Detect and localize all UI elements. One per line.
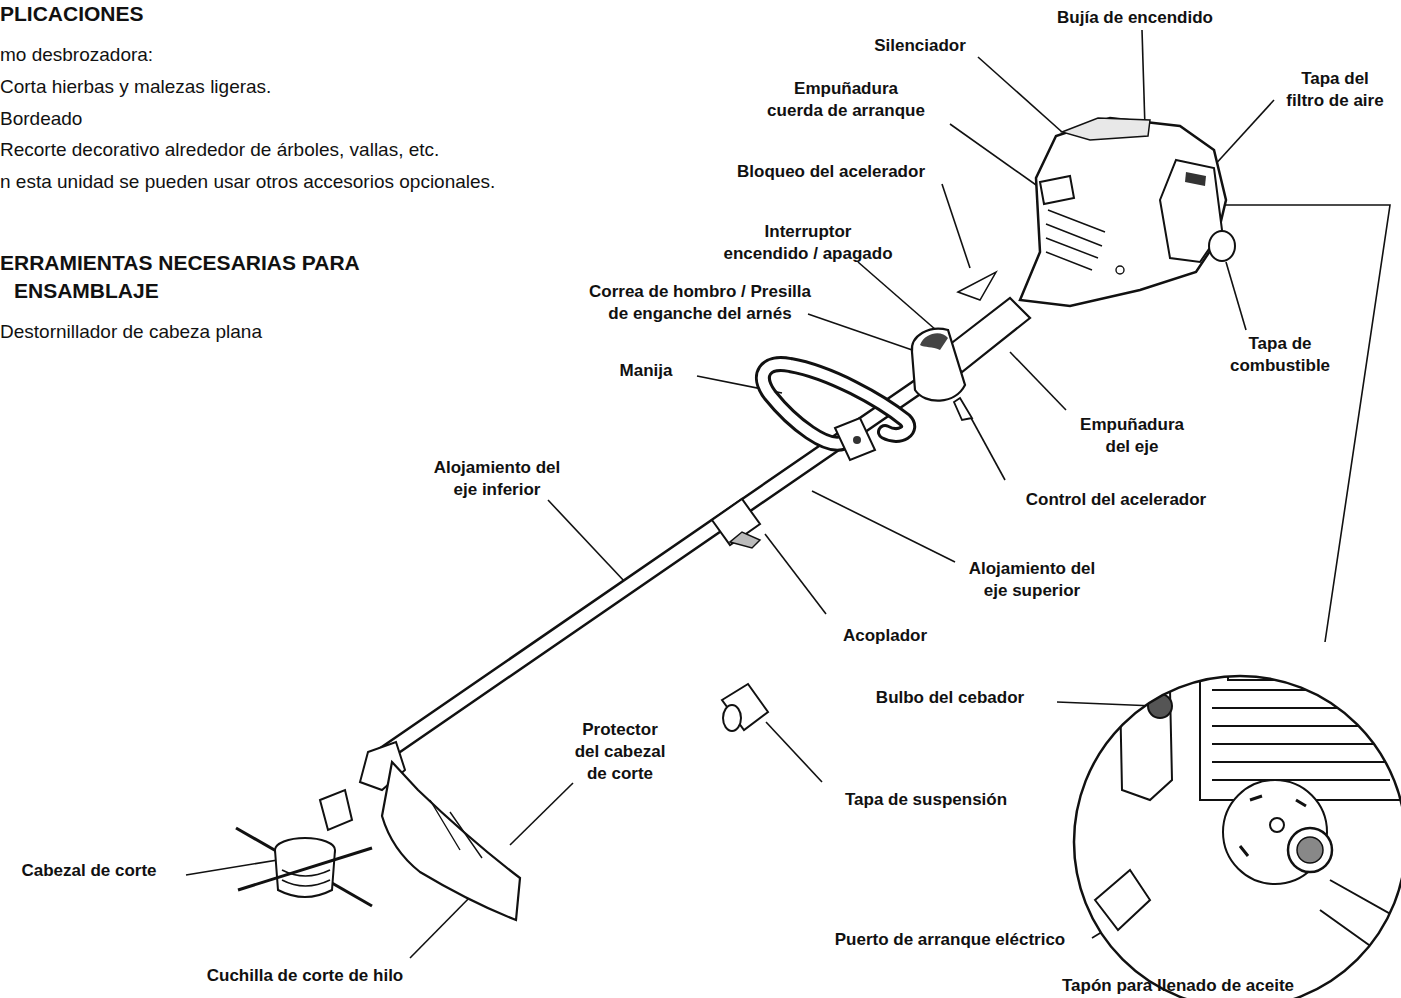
inset-circle (1074, 676, 1401, 998)
inset-bg (1070, 670, 1401, 998)
oil-cap-center (1297, 837, 1323, 863)
head-body (275, 850, 335, 897)
part-label: Protector del cabezal de corte (575, 719, 666, 785)
leader-line (186, 858, 290, 875)
section-heading: ENSAMBLAJE (14, 278, 159, 304)
part-label: Cuchilla de corte de hilo (207, 965, 403, 987)
part-label: Empuñadura del eje (1080, 414, 1184, 458)
hang-cap (722, 684, 768, 730)
screw (1116, 266, 1124, 274)
inset-fins (1212, 690, 1390, 780)
filter-knob (1185, 172, 1206, 186)
body-text: Recorte decorativo alrededor de árboles,… (0, 138, 439, 162)
d-handle-outline (763, 364, 908, 444)
oil-fill-cap (1288, 828, 1332, 872)
leader-line (766, 722, 822, 782)
throttle-housing (912, 329, 965, 401)
leader-line (1142, 30, 1145, 128)
cooling-fins (1046, 210, 1105, 270)
leader-line (510, 783, 573, 845)
section-heading: ERRAMIENTAS NECESARIAS PARA (0, 250, 360, 276)
throttle-trigger (954, 398, 972, 420)
leader-line (970, 416, 1005, 480)
d-handle-fill (763, 364, 908, 444)
part-label: Tapón para llenado de aceite (1062, 975, 1294, 997)
shaft-outline (380, 382, 925, 757)
body-text: Corta hierbas y malezas ligeras. (0, 75, 271, 99)
leader-line (978, 57, 1062, 132)
inset-slots (1240, 796, 1306, 856)
leader-line (808, 314, 918, 352)
part-label: Silenciador (874, 35, 966, 57)
part-label: Bulbo del cebador (876, 687, 1024, 709)
leader-line (942, 184, 970, 268)
trimmer-line (238, 848, 372, 890)
inset-pointer (1218, 205, 1390, 642)
guard-ribs (430, 800, 482, 858)
part-label: Bujía de encendido (1057, 7, 1213, 29)
part-label: Tapa del filtro de aire (1286, 68, 1383, 112)
body-text: n esta unidad se pueden usar otros acces… (0, 170, 495, 194)
part-label: Alojamiento del eje inferior (434, 457, 561, 501)
leader-line (1057, 702, 1155, 706)
hang-cap-end (723, 705, 741, 731)
part-label: Bloqueo del acelerador (737, 161, 925, 183)
section-heading: PLICACIONES (0, 1, 144, 27)
inset-housing (1320, 880, 1401, 960)
cutting-guard (382, 762, 520, 920)
engine-housing (1020, 118, 1226, 306)
trimmer-line (236, 828, 372, 906)
part-label: Puerto de arranque eléctrico (835, 929, 1066, 951)
leader-line (1226, 262, 1246, 330)
coupler-knob (730, 532, 760, 548)
part-label: Empuñadura cuerda de arranque (767, 78, 925, 122)
part-label: Manija (620, 360, 673, 382)
on-off-switch (920, 333, 948, 350)
inset-carb (1120, 680, 1172, 800)
part-label: Alojamiento del eje superior (969, 558, 1096, 602)
clamp-screw (853, 436, 861, 444)
leader-line (765, 534, 826, 614)
handle-clamp (835, 418, 875, 460)
leader-line (1212, 100, 1274, 168)
muffler (1062, 118, 1150, 140)
fuel-cap (1209, 231, 1235, 261)
electric-start-port (1270, 818, 1284, 832)
inset-knob (1095, 870, 1150, 930)
leader-line (1010, 352, 1066, 410)
leader-line (812, 491, 955, 562)
part-label: Cabezal de corte (21, 860, 156, 882)
starter-grip (1040, 176, 1074, 204)
body-text: mo desbrozadora: (0, 43, 153, 67)
part-label: Tapa de combustible (1230, 333, 1330, 377)
part-label: Interruptor encendido / apagado (723, 221, 892, 265)
inset-detail (1070, 650, 1401, 998)
body-text: Destornillador de cabeza plana (0, 320, 262, 344)
leader-line (950, 124, 1046, 192)
part-label: Correa de hombro / Presilla de enganche … (589, 281, 811, 325)
part-label: Tapa de suspensión (845, 789, 1007, 811)
head-shaft (320, 790, 352, 830)
part-label: Control del acelerador (1026, 489, 1206, 511)
leader-line (548, 500, 625, 582)
leader-line (410, 890, 477, 958)
shaft-fill (380, 382, 925, 757)
inset-block (1200, 670, 1401, 800)
leader-line (858, 262, 936, 330)
part-label: Acoplador (843, 625, 927, 647)
throttle-lockout (958, 272, 996, 300)
body-text: Bordeado (0, 107, 82, 131)
